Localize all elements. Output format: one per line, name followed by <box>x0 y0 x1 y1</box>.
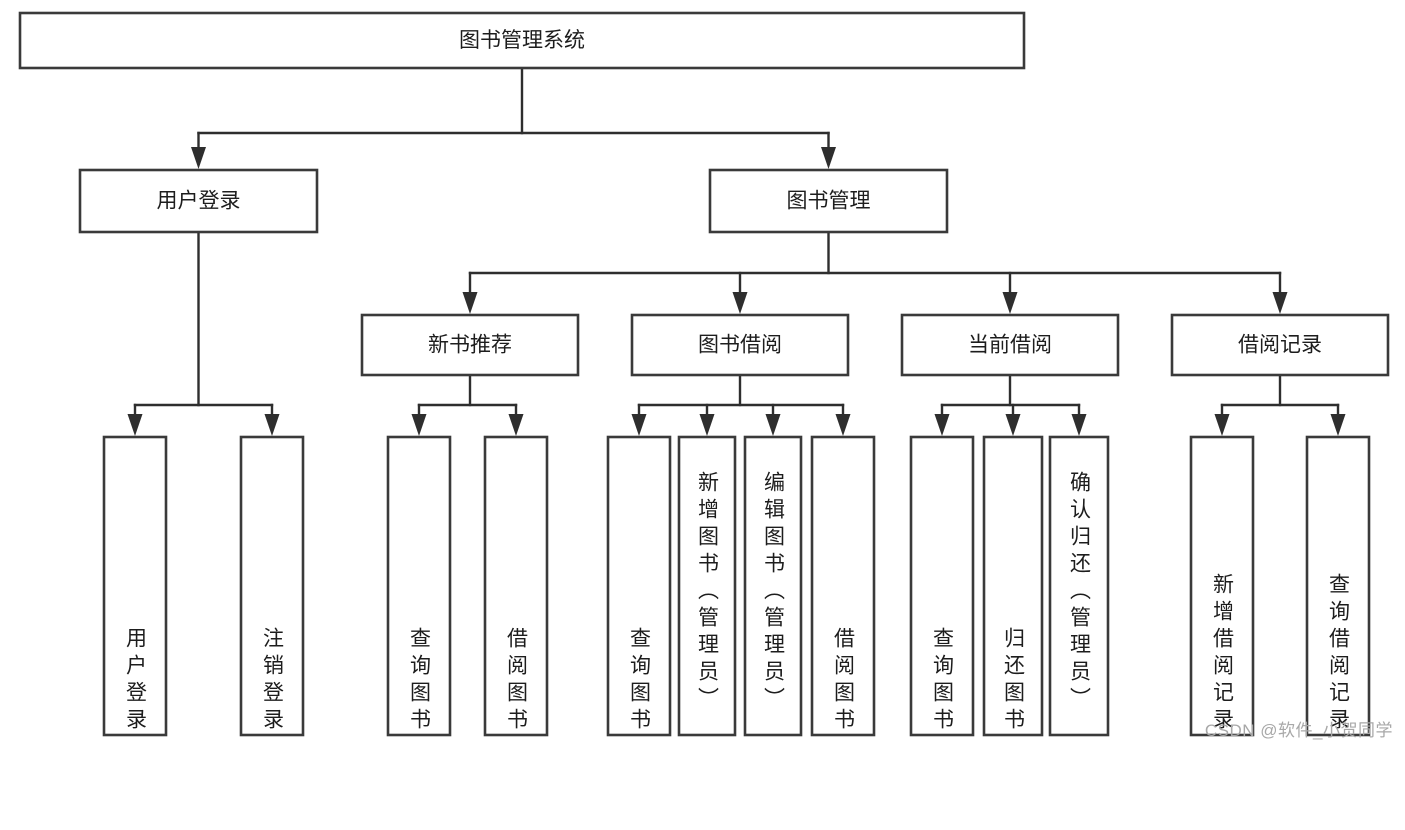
arrow-head-icon <box>508 414 524 436</box>
node-box-leaf-return-book[interactable] <box>982 435 1044 737</box>
node-label-current-borrow: 当前借阅 <box>968 334 1052 357</box>
node-box-user-login[interactable] <box>78 168 319 234</box>
node-box-book-borrow[interactable] <box>630 313 850 377</box>
node-label-new-book-rec: 新书推荐 <box>428 334 512 357</box>
arrow-head-icon <box>1272 292 1288 314</box>
arrow-head-icon <box>264 414 280 436</box>
node-box-borrow-record[interactable] <box>1170 313 1390 377</box>
connector-group-book-borrow <box>631 373 851 436</box>
connector-group-root <box>191 66 836 169</box>
arrow-head-icon <box>732 292 748 314</box>
arrow-head-icon <box>1214 414 1230 436</box>
connector-group-current-borrow <box>934 373 1087 436</box>
node-box-leaf-query-book-3[interactable] <box>909 435 975 737</box>
arrow-head-icon <box>934 414 950 436</box>
connector-group-new-book-rec <box>411 373 524 436</box>
node-label-user-login: 用户登录 <box>157 190 241 213</box>
node-label-root: 图书管理系统 <box>459 29 585 52</box>
node-box-leaf-edit-book[interactable] <box>743 435 803 737</box>
arrow-head-icon <box>821 147 836 169</box>
arrow-head-icon <box>835 414 851 436</box>
arrow-head-icon <box>699 414 715 436</box>
arrow-head-icon <box>1002 292 1018 314</box>
arrow-head-icon <box>411 414 427 436</box>
connector-layer <box>127 66 1346 436</box>
arrow-head-icon <box>191 147 206 169</box>
connector-group-user-login <box>127 230 280 436</box>
node-label-book-manage: 图书管理 <box>787 190 871 213</box>
node-box-leaf-query-book-2[interactable] <box>606 435 672 737</box>
node-box-current-borrow[interactable] <box>900 313 1120 377</box>
node-box-layer <box>18 11 1390 737</box>
node-box-leaf-borrow-book-2[interactable] <box>810 435 876 737</box>
node-box-leaf-add-book[interactable] <box>677 435 737 737</box>
watermark-text: CSDN @软件_小贺同学 <box>1204 721 1393 740</box>
node-box-leaf-logout[interactable] <box>239 435 305 737</box>
node-box-leaf-borrow-book-1[interactable] <box>483 435 549 737</box>
node-box-leaf-user-login[interactable] <box>102 435 168 737</box>
connector-group-borrow-record <box>1214 373 1346 436</box>
arrow-head-icon <box>1071 414 1087 436</box>
node-box-root[interactable] <box>18 11 1026 70</box>
diagram-canvas: 图书管理系统用户登录图书管理新书推荐图书借阅当前借阅借阅记录 用户登录注销登录查… <box>18 11 1393 740</box>
connector-group-book-manage <box>462 230 1288 314</box>
arrow-head-icon <box>765 414 781 436</box>
node-box-book-manage[interactable] <box>708 168 949 234</box>
node-label-borrow-record: 借阅记录 <box>1238 334 1322 357</box>
node-box-leaf-query-record[interactable] <box>1305 435 1371 737</box>
arrow-head-icon <box>1005 414 1021 436</box>
node-box-leaf-add-record[interactable] <box>1189 435 1255 737</box>
arrow-head-icon <box>127 414 143 436</box>
arrow-head-icon <box>462 292 478 314</box>
arrow-head-icon <box>631 414 647 436</box>
node-box-leaf-confirm-return[interactable] <box>1048 435 1110 737</box>
arrow-head-icon <box>1330 414 1346 436</box>
node-box-new-book-rec[interactable] <box>360 313 580 377</box>
node-label-book-borrow: 图书借阅 <box>698 334 782 357</box>
node-box-leaf-query-book-1[interactable] <box>386 435 452 737</box>
